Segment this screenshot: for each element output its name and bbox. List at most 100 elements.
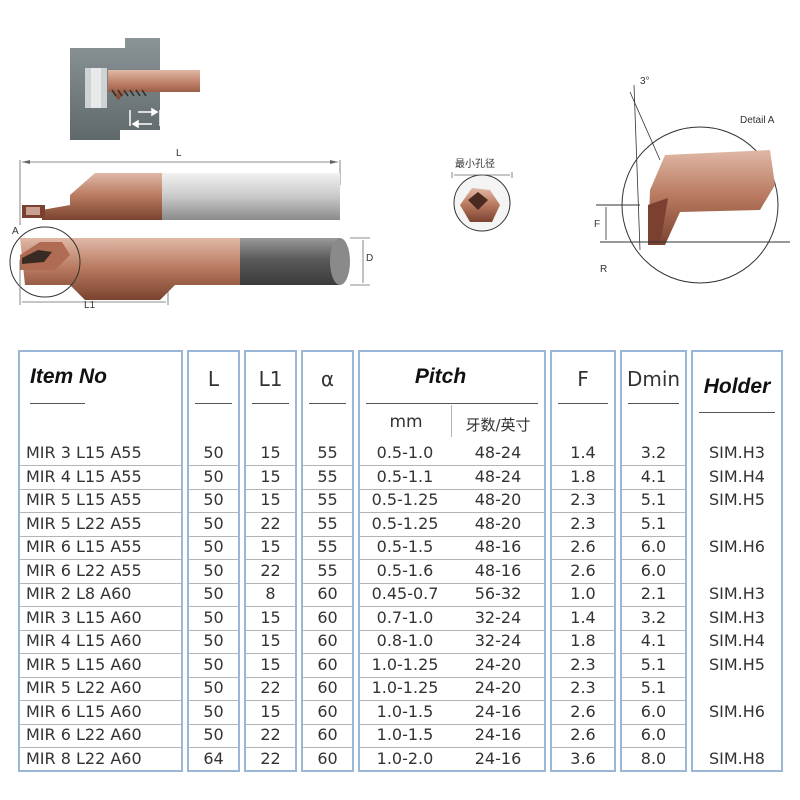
row-divider: [552, 653, 614, 654]
cell-L: 50: [203, 654, 224, 674]
row-divider: [552, 512, 614, 513]
row-divider: [303, 653, 352, 654]
row-divider: [360, 747, 544, 748]
row-divider: [622, 465, 685, 466]
cell-item-no: MIR 4 L15 A60: [26, 631, 142, 650]
cell-pitch-mm: 1.0-1.5: [376, 701, 434, 721]
row-divider: [189, 535, 238, 537]
row-divider: [246, 700, 295, 701]
cell-pitch-mm: 1.0-1.5: [376, 725, 434, 744]
row-divider: [20, 700, 181, 701]
row-divider: [552, 629, 614, 631]
cell-holder: SIM.H6: [709, 701, 765, 721]
cell-alpha: 60: [317, 725, 338, 744]
header-L1: L1: [258, 367, 283, 391]
cell-item-no: MIR 5 L22 A60: [26, 678, 142, 697]
cell-pitch-tpi: 24-16: [474, 748, 522, 768]
cell-pitch-tpi: 32-24: [474, 631, 522, 650]
row-divider: [189, 747, 238, 748]
cell-pitch-mm: 0.8-1.0: [376, 631, 434, 650]
cell-Dmin: 6.0: [640, 537, 667, 556]
cell-alpha: 60: [317, 748, 338, 768]
cell-pitch-tpi: 48-20: [474, 490, 522, 509]
row-divider: [303, 582, 352, 584]
cell-alpha: 55: [317, 443, 338, 462]
row-divider: [246, 723, 295, 725]
dim-label-D: D: [366, 253, 374, 264]
row-divider: [303, 465, 352, 466]
cell-F: 1.8: [570, 466, 596, 486]
header-pitch-mm: mm: [389, 412, 423, 432]
row-divider: [360, 653, 544, 654]
cell-F: 1.4: [570, 607, 596, 627]
cell-L: 50: [203, 513, 224, 533]
cell-L1: 22: [260, 560, 281, 580]
min-hole-view: [451, 172, 513, 232]
row-divider: [303, 700, 352, 701]
cell-L1: 15: [260, 443, 281, 462]
row-divider: [20, 535, 181, 537]
cell-alpha: 60: [317, 631, 338, 650]
cell-L: 50: [203, 631, 224, 650]
row-divider: [20, 582, 181, 584]
cell-L1: 22: [260, 725, 281, 744]
row-divider: [622, 582, 685, 584]
row-divider: [189, 582, 238, 584]
cell-L1: 15: [260, 466, 281, 486]
row-divider: [552, 559, 614, 560]
pitch-divider: [451, 405, 452, 437]
row-divider: [360, 629, 544, 631]
header-underline: [628, 403, 679, 404]
cell-Dmin: 2.1: [640, 584, 667, 603]
row-divider: [360, 559, 544, 560]
cell-L: 50: [203, 537, 224, 556]
cell-pitch-mm: 0.45-0.7: [371, 584, 439, 603]
header-F: F: [577, 367, 589, 391]
row-divider: [622, 629, 685, 631]
cell-holder: SIM.H3: [709, 607, 765, 627]
header-underline: [195, 403, 232, 404]
cell-item-no: MIR 4 L15 A55: [26, 466, 142, 486]
detail-a-label: Detail A: [740, 115, 775, 126]
min-hole-label: 最小孔径: [455, 159, 495, 170]
cell-pitch-mm: 1.0-1.25: [371, 678, 439, 697]
cell-holder: SIM.H4: [709, 631, 765, 650]
row-divider: [552, 747, 614, 748]
cell-alpha: 60: [317, 584, 338, 603]
row-divider: [246, 559, 295, 560]
col-F: [550, 350, 616, 772]
row-divider: [552, 700, 614, 701]
cell-pitch-tpi: 24-16: [474, 725, 522, 744]
cell-alpha: 60: [317, 607, 338, 627]
row-divider: [20, 747, 181, 748]
cell-pitch-mm: 0.5-1.0: [376, 443, 434, 462]
row-divider: [552, 723, 614, 725]
col-item: [18, 350, 183, 772]
header-holder: Holder: [703, 375, 771, 398]
cell-item-no: MIR 6 L15 A60: [26, 701, 142, 721]
detail-marker-A: A: [12, 226, 19, 237]
cell-holder: SIM.H3: [709, 443, 765, 462]
row-divider: [360, 465, 544, 466]
cell-L: 50: [203, 466, 224, 486]
cell-item-no: MIR 3 L15 A55: [26, 443, 142, 462]
header-alpha: α: [320, 367, 335, 391]
cell-pitch-tpi: 24-20: [474, 678, 522, 697]
row-divider: [189, 629, 238, 631]
row-divider: [622, 723, 685, 725]
row-divider: [622, 512, 685, 513]
row-divider: [360, 606, 544, 607]
row-divider: [246, 653, 295, 654]
row-divider: [622, 559, 685, 560]
cell-alpha: 60: [317, 654, 338, 674]
row-divider: [20, 676, 181, 678]
row-divider: [303, 559, 352, 560]
header-item-no: Item No: [30, 365, 108, 388]
header-underline: [558, 403, 608, 404]
row-divider: [552, 582, 614, 584]
row-divider: [20, 723, 181, 725]
cell-pitch-tpi: 48-24: [474, 443, 522, 462]
row-divider: [360, 582, 544, 584]
row-divider: [360, 723, 544, 725]
